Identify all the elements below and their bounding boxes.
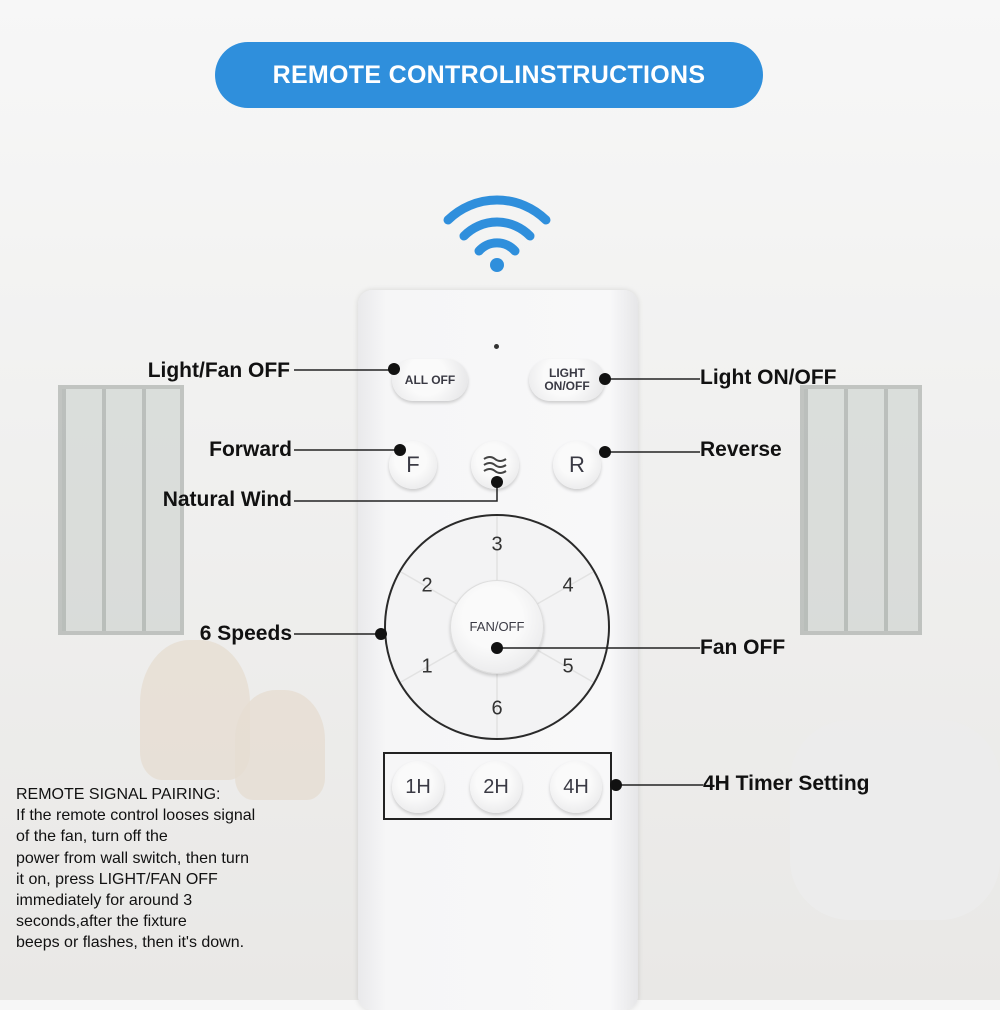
forward-button[interactable]: F [389,441,437,489]
pairing-line: beeps or flashes, then it's down. [16,934,245,952]
indicator-led [494,344,499,349]
speed-4-button[interactable]: 4 [562,574,574,597]
pairing-line: power from wall switch, then turn [16,849,249,867]
background-window-left [58,385,184,635]
speed-3-button[interactable]: 3 [491,533,503,556]
pairing-line: seconds,after the fixture [16,913,187,931]
natural-wind-icon [483,456,507,474]
page-title: REMOTE CONTROLINSTRUCTIONS [215,42,763,108]
label-forward: Forward [209,438,292,461]
timer-2h-button[interactable]: 2H [470,761,522,813]
background-window-right [800,385,922,635]
background-chair [790,720,1000,920]
label-fan-off: Fan OFF [700,636,786,659]
speed-2-button[interactable]: 2 [421,574,433,597]
fan-off-button[interactable]: FAN/OFF [450,580,544,674]
all-off-button[interactable]: ALL OFF [392,359,468,401]
speed-6-button[interactable]: 6 [491,697,503,720]
pairing-line: immediately for around 3 [16,892,193,910]
reverse-button[interactable]: R [553,441,601,489]
speed-1-button[interactable]: 1 [421,655,433,678]
pairing-instructions: REMOTE SIGNAL PAIRING: If the remote con… [16,784,346,954]
label-six-speeds: 6 Speeds [199,622,292,645]
light-on-off-button[interactable]: LIGHT ON/OFF [529,359,605,401]
timer-4h-button[interactable]: 4H [550,761,602,813]
speed-5-button[interactable]: 5 [562,655,574,678]
light-button-label-2: ON/OFF [544,379,590,393]
light-button-label-1: LIGHT [549,366,585,380]
background-vase [235,690,325,800]
pairing-line: of the fan, turn off the [16,828,168,846]
label-light-fan-off: Light/Fan OFF [147,359,290,382]
background-vase [140,640,250,780]
label-natural-wind: Natural Wind [162,488,292,511]
label-reverse: Reverse [700,438,782,461]
label-timer-setting: 4H Timer Setting [703,772,870,795]
timer-1h-button[interactable]: 1H [392,761,444,813]
pairing-heading: REMOTE SIGNAL PAIRING: [16,786,221,803]
label-light-on-off: Light ON/OFF [700,366,837,389]
pairing-line: If the remote control looses signal [16,807,256,825]
pairing-line: it on, press LIGHT/FAN OFF [16,870,218,888]
wifi-signal-icon [443,195,551,272]
